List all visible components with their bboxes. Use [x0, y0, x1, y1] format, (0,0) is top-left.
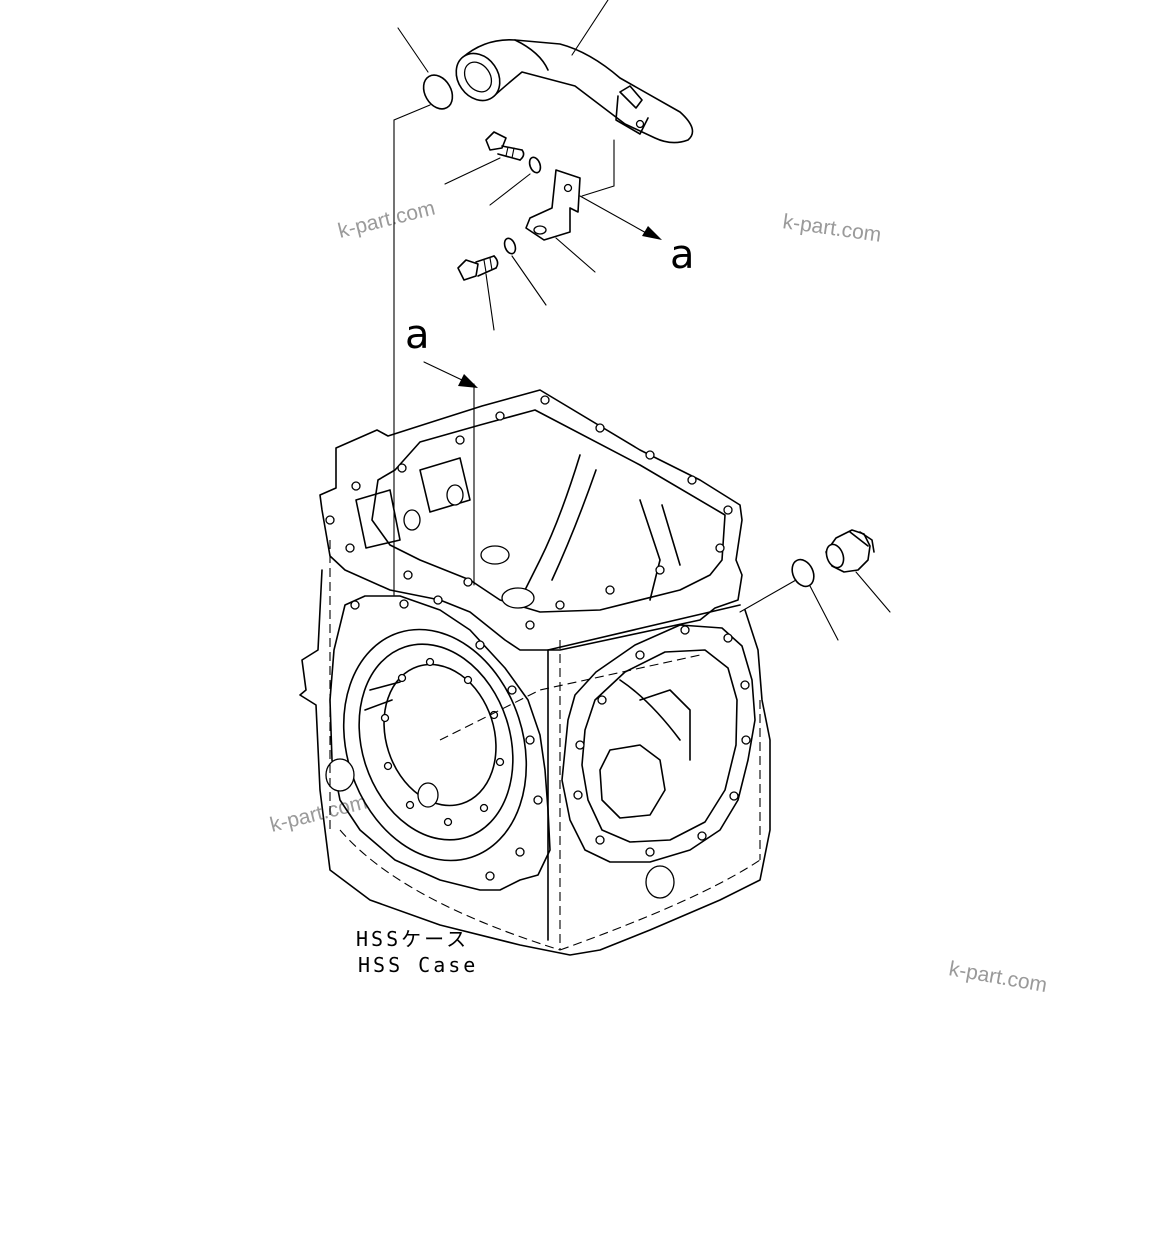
o-ring-top	[422, 74, 454, 110]
leader-washer-lower	[511, 255, 547, 306]
bolt-lower	[457, 255, 499, 281]
side-flange-bolt-holes	[573, 625, 751, 857]
case-label-en: HSS Case	[358, 953, 478, 977]
leader-bolt-upper	[444, 157, 501, 185]
leader-o-ring-side	[809, 585, 839, 641]
hss-case	[299, 389, 771, 956]
arrow-a-right-head	[642, 226, 662, 240]
ref-letter-left: a	[405, 312, 430, 358]
assembly-line-o-ring	[393, 104, 431, 596]
assembly-line-side	[739, 579, 797, 613]
washer-upper	[528, 156, 542, 174]
assembly-line-bracket	[581, 139, 615, 197]
bell-bolt-holes-left	[350, 599, 543, 881]
drain-plug	[825, 529, 875, 573]
watermark-3: k-part.com	[268, 791, 370, 837]
arrow-a-left-head	[458, 374, 478, 388]
washer-lower	[503, 237, 517, 255]
watermark-4: k-part.com	[947, 957, 1049, 997]
watermark-1: k-part.com	[336, 197, 438, 243]
o-ring-side	[791, 558, 815, 588]
leader-washer-upper	[489, 173, 531, 206]
bolt-upper	[485, 131, 525, 161]
arrow-a-left-line	[423, 361, 463, 381]
breather-pipe	[455, 39, 694, 144]
case-label-jp: HSSケース	[356, 927, 469, 951]
flange-bolt-holes	[325, 395, 733, 630]
arrow-a-right-line	[579, 195, 649, 235]
leader-bolt-lower	[485, 273, 495, 331]
leader-o-ring-top	[397, 27, 429, 73]
leader-pipe	[571, 0, 609, 56]
bracket	[525, 169, 581, 241]
leader-bracket	[555, 237, 596, 273]
watermark-2: k-part.com	[781, 210, 882, 247]
ref-letter-right: a	[670, 232, 695, 278]
leader-plug	[855, 571, 891, 613]
